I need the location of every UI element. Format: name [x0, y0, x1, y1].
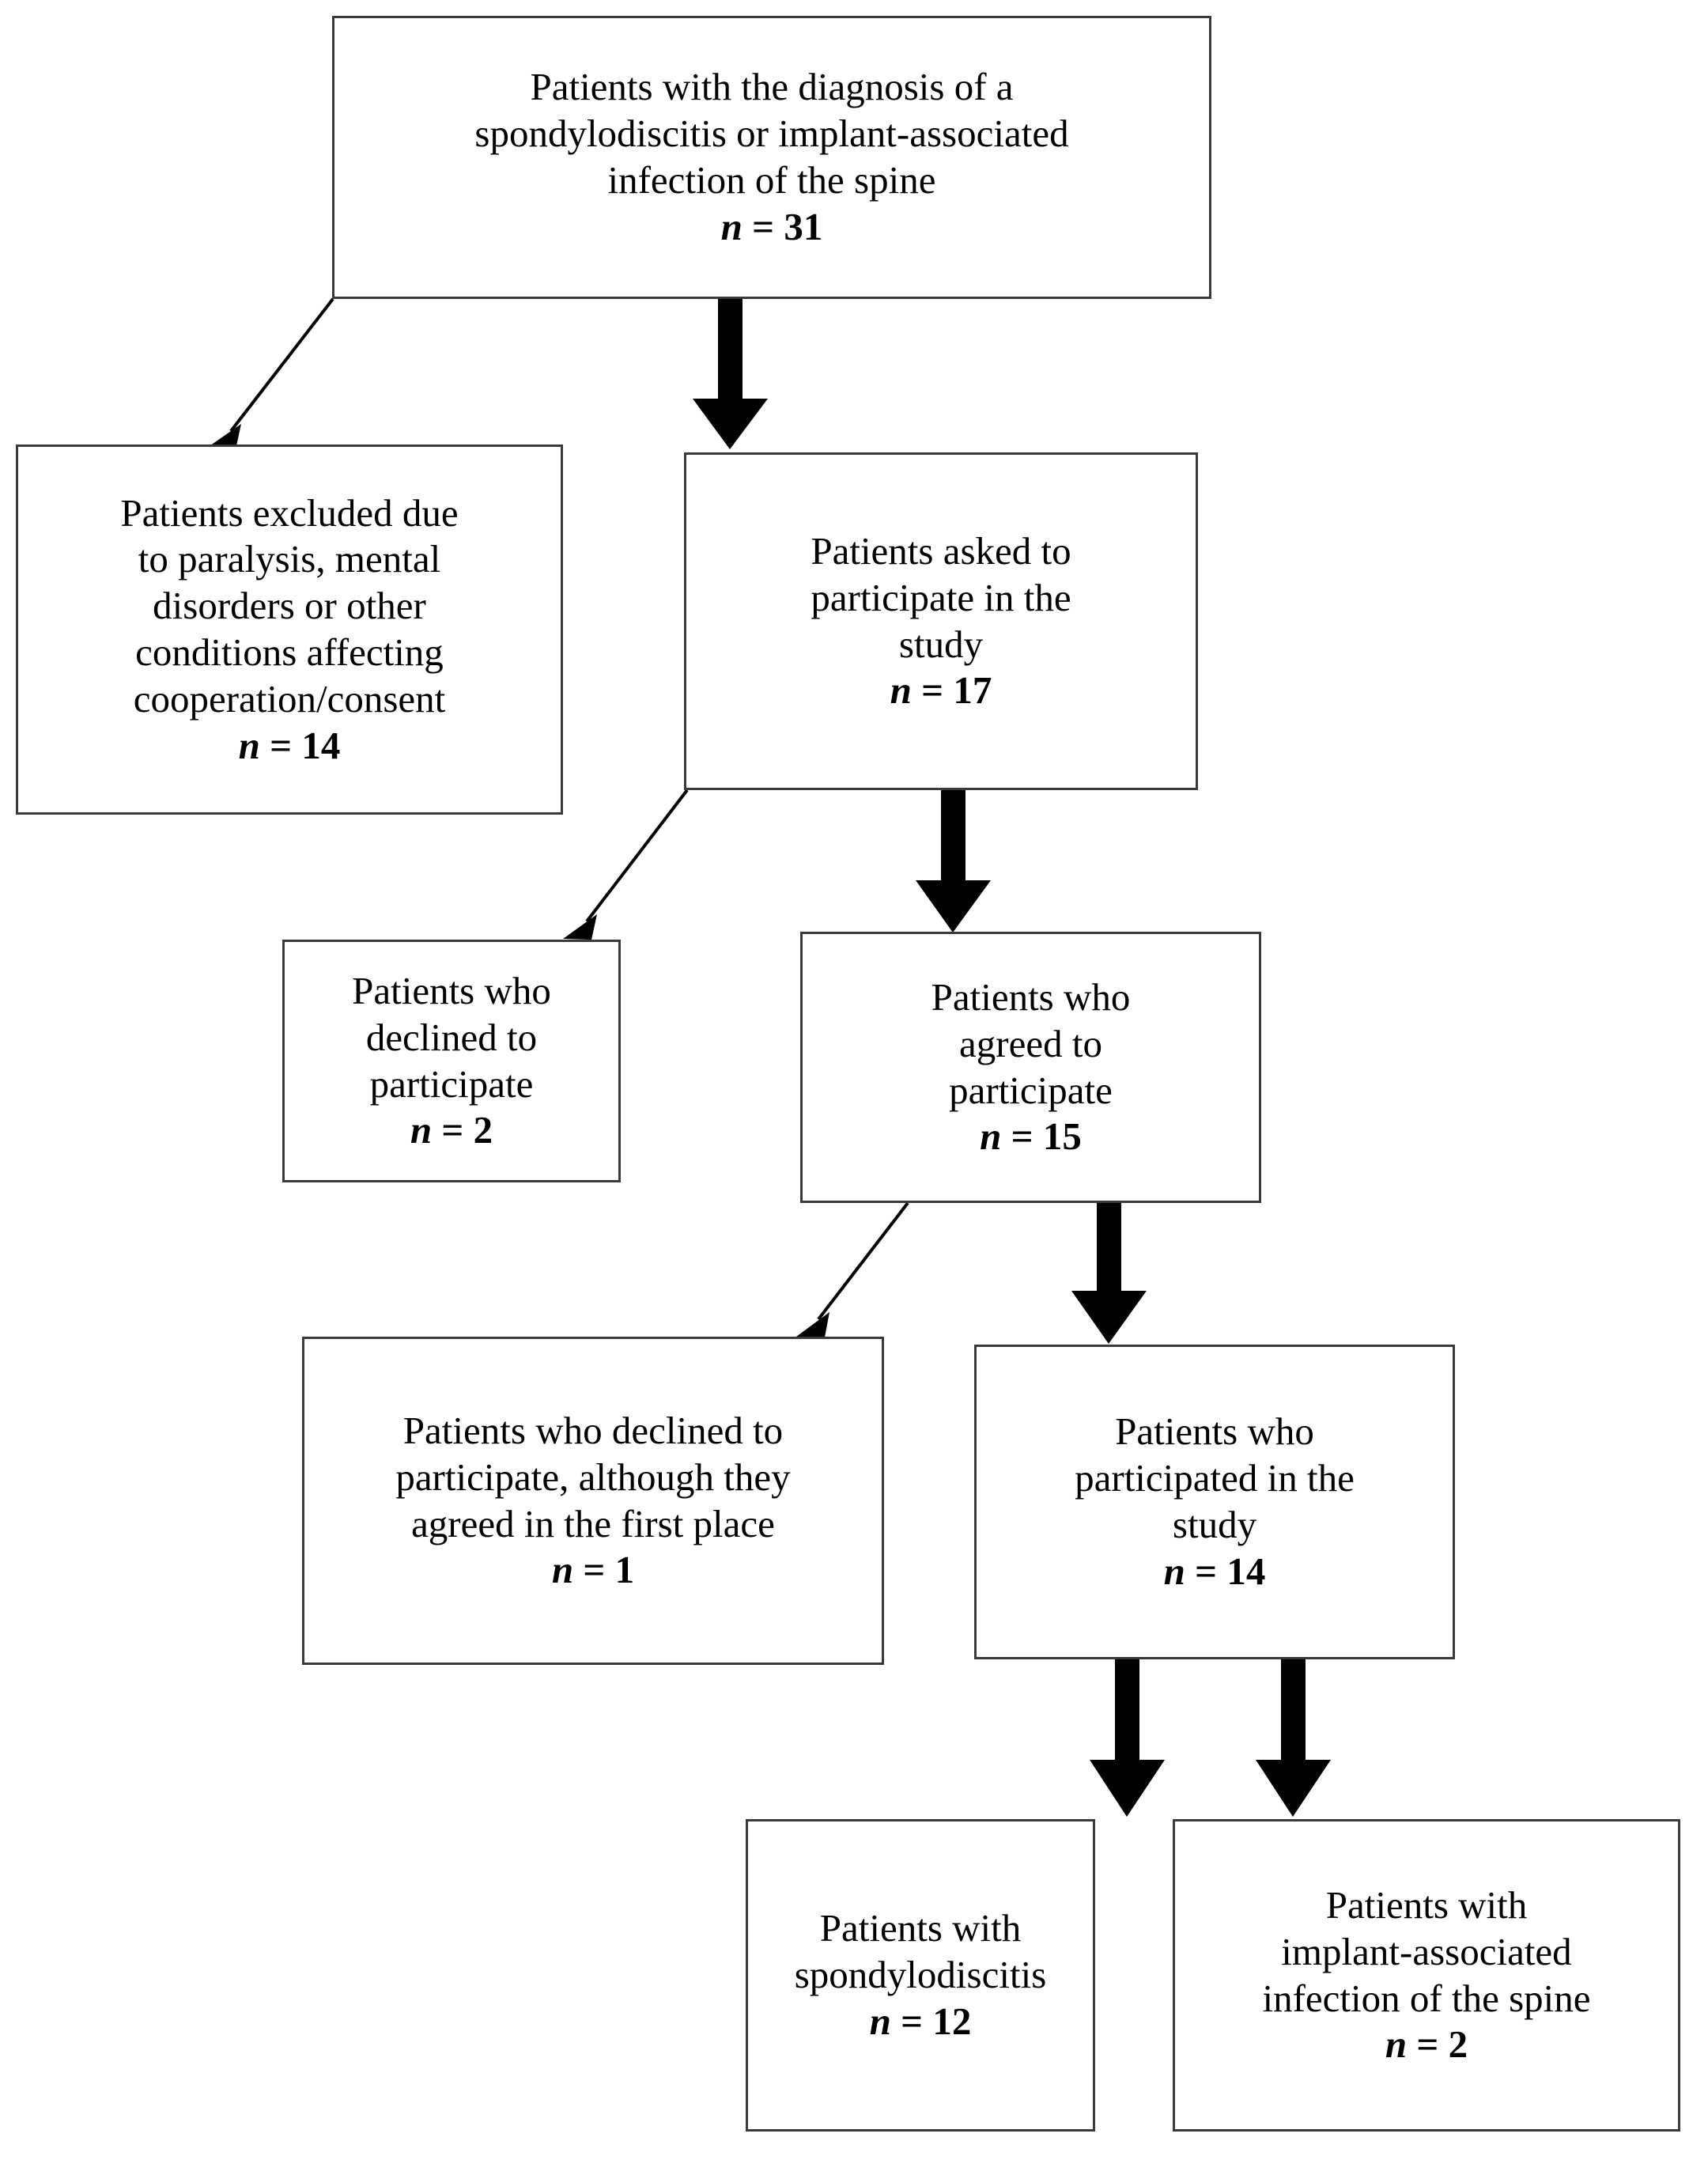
- asked-count: n = 17: [890, 668, 992, 713]
- spondylodiscitis-group-box: Patients with spondylodiscitis n = 12: [746, 1819, 1095, 2132]
- text-line: Patients who: [352, 968, 551, 1012]
- implant-infection-count: n = 2: [1385, 2022, 1468, 2067]
- text-line: Patients who: [931, 974, 1131, 1019]
- total-diagnosed-text: Patients with the diagnosis of a spondyl…: [474, 64, 1068, 203]
- agreed-to-participate-box: Patients who agreed to participate n = 1…: [800, 932, 1261, 1203]
- text-line: declined to: [365, 1015, 538, 1059]
- declined-text: Patients who declined to participate: [352, 968, 551, 1107]
- agreed-count: n = 15: [980, 1114, 1082, 1159]
- text-line: to paralysis, mental: [138, 537, 441, 581]
- text-line: conditions affecting: [135, 630, 444, 674]
- text-line: study: [898, 622, 984, 666]
- spondylodiscitis-count: n = 12: [869, 1999, 972, 2043]
- implant-infection-group-box: Patients with implant-associated infecti…: [1173, 1819, 1680, 2132]
- edge-asked-to-agreed: [916, 790, 991, 932]
- spondylodiscitis-text: Patients with spondylodiscitis: [795, 1905, 1047, 1999]
- text-line: Patients who: [1115, 1409, 1314, 1454]
- text-line: Patients asked to: [811, 528, 1071, 573]
- text-line: Patients with: [1325, 1882, 1528, 1927]
- text-line: participate in the: [811, 575, 1071, 619]
- total-diagnosed-box: Patients with the diagnosis of a spondyl…: [332, 16, 1211, 299]
- text-line: disorders or other: [153, 584, 426, 628]
- excluded-box: Patients excluded due to paralysis, ment…: [16, 444, 563, 815]
- participated-text: Patients who participated in the study: [1075, 1409, 1355, 1548]
- implant-infection-text: Patients with implant-associated infecti…: [1262, 1882, 1590, 2022]
- text-line: infection of the spine: [607, 158, 936, 202]
- text-line: spondylodiscitis: [794, 1953, 1047, 1997]
- asked-to-participate-box: Patients asked to participate in the stu…: [684, 452, 1198, 790]
- count-rest: = 14: [259, 723, 341, 767]
- edge-enrolled-to-excluded: [207, 297, 334, 449]
- edge-enrolled-to-asked: [693, 299, 768, 449]
- text-line: Patients with the diagnosis of a: [530, 65, 1014, 109]
- excluded-count: n = 14: [238, 723, 341, 767]
- text-line: cooperation/consent: [133, 676, 446, 721]
- text-line: agreed in the first place: [411, 1501, 775, 1545]
- text-line: participate, although they: [395, 1455, 791, 1499]
- count-rest: = 1: [573, 1548, 635, 1592]
- declined-after-agreeing-count: n = 1: [551, 1548, 635, 1592]
- text-line: Patients who declined to: [402, 1408, 784, 1452]
- count-rest: = 12: [890, 1999, 972, 2043]
- text-line: study: [1172, 1503, 1257, 1546]
- asked-text: Patients asked to participate in the stu…: [811, 528, 1071, 668]
- edge-agreed-to-declined-after-agree: [796, 1201, 909, 1337]
- declined-after-agreeing-box: Patients who declined to participate, al…: [302, 1337, 884, 1665]
- agreed-text: Patients who agreed to participate: [931, 974, 1131, 1114]
- text-line: participate: [369, 1061, 534, 1106]
- count-rest: = 2: [432, 1108, 493, 1152]
- count-rest: = 2: [1407, 2022, 1468, 2067]
- edge-asked-to-declined: [563, 789, 689, 940]
- excluded-text: Patients excluded due to paralysis, ment…: [120, 490, 458, 723]
- declined-after-agreeing-text: Patients who declined to participate, al…: [395, 1408, 790, 1547]
- count-rest: = 31: [742, 204, 823, 248]
- count-rest: = 14: [1185, 1549, 1266, 1593]
- participated-box: Patients who participated in the study n…: [974, 1345, 1455, 1659]
- count-rest: = 15: [1001, 1114, 1082, 1159]
- text-line: implant-associated: [1281, 1929, 1572, 1973]
- edge-agreed-to-participated: [1071, 1203, 1147, 1344]
- count-rest: = 17: [911, 668, 992, 713]
- text-line: infection of the spine: [1262, 1976, 1591, 2020]
- text-line: Patients with: [819, 1906, 1022, 1950]
- edge-participated-to-spondylodiscitis: [1090, 1659, 1165, 1817]
- declined-box: Patients who declined to participate n =…: [282, 940, 621, 1182]
- total-diagnosed-count: n = 31: [720, 204, 823, 248]
- text-line: Patients excluded due: [120, 490, 459, 535]
- text-line: participate: [949, 1068, 1113, 1112]
- text-line: participated in the: [1075, 1456, 1355, 1500]
- declined-count: n = 2: [410, 1108, 493, 1152]
- edge-participated-to-implant-infection: [1256, 1659, 1331, 1817]
- participated-count: n = 14: [1163, 1549, 1266, 1593]
- text-line: agreed to: [959, 1021, 1102, 1065]
- text-line: spondylodiscitis or implant-associated: [474, 112, 1069, 156]
